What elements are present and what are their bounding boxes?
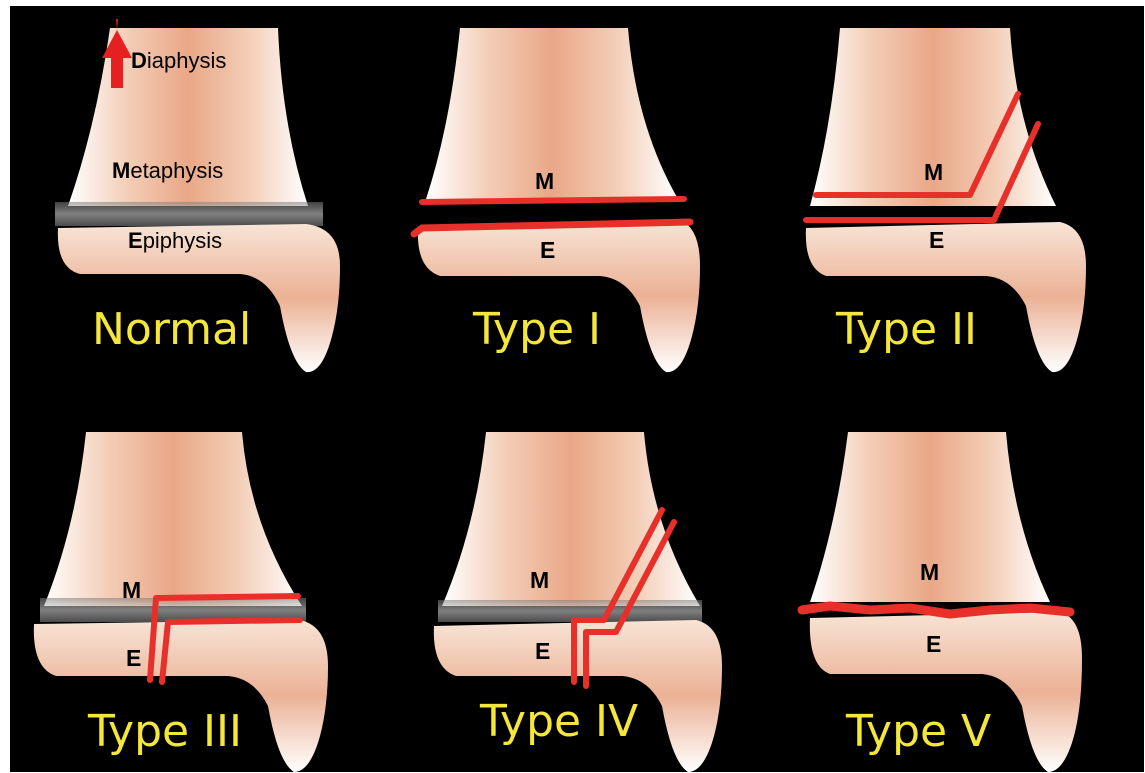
panel-type-v: M E Type V bbox=[802, 432, 1082, 772]
panel-type-iv: M E Type IV bbox=[434, 432, 722, 772]
metaphysis-abbrev: M bbox=[535, 168, 554, 194]
panel-type-iii: M E Type III bbox=[34, 432, 328, 772]
metaphysis-label: Metaphysis bbox=[112, 158, 223, 183]
diaphysis-label: Diaphysis bbox=[131, 48, 226, 73]
panel-label: Type II bbox=[835, 304, 977, 355]
panel-label: Type I bbox=[472, 304, 601, 355]
panel-label: Type III bbox=[87, 706, 242, 757]
panel-type-i: M E Type I bbox=[414, 28, 700, 372]
metaphysis-abbrev: M bbox=[122, 577, 141, 603]
epiphysis-label: Epiphysis bbox=[128, 228, 222, 253]
panel-label: Type V bbox=[845, 706, 991, 757]
metaphysis-abbrev: M bbox=[530, 567, 549, 593]
panel-normal: Diaphysis Metaphysis Epiphysis Normal bbox=[55, 19, 340, 372]
epiphysis-abbrev: E bbox=[535, 638, 550, 664]
metaphysis-shape bbox=[442, 432, 700, 606]
growth-plate bbox=[438, 600, 702, 622]
metaphysis-shape bbox=[44, 432, 302, 606]
epiphysis-abbrev: E bbox=[929, 227, 944, 253]
diagram-canvas: Diaphysis Metaphysis Epiphysis Normal M … bbox=[10, 6, 1144, 772]
salter-harris-diagram: Diaphysis Metaphysis Epiphysis Normal M … bbox=[10, 6, 1144, 772]
fracture-line bbox=[422, 199, 684, 202]
metaphysis-abbrev: M bbox=[924, 159, 943, 185]
growth-plate bbox=[55, 202, 323, 226]
panel-label: Normal bbox=[92, 304, 251, 355]
metaphysis-abbrev: M bbox=[920, 559, 939, 585]
panel-type-ii: M E Type II bbox=[806, 28, 1086, 372]
epiphysis-abbrev: E bbox=[926, 631, 941, 657]
panel-label: Type IV bbox=[479, 696, 638, 747]
epiphysis-abbrev: E bbox=[126, 645, 141, 671]
epiphysis-abbrev: E bbox=[540, 237, 555, 263]
